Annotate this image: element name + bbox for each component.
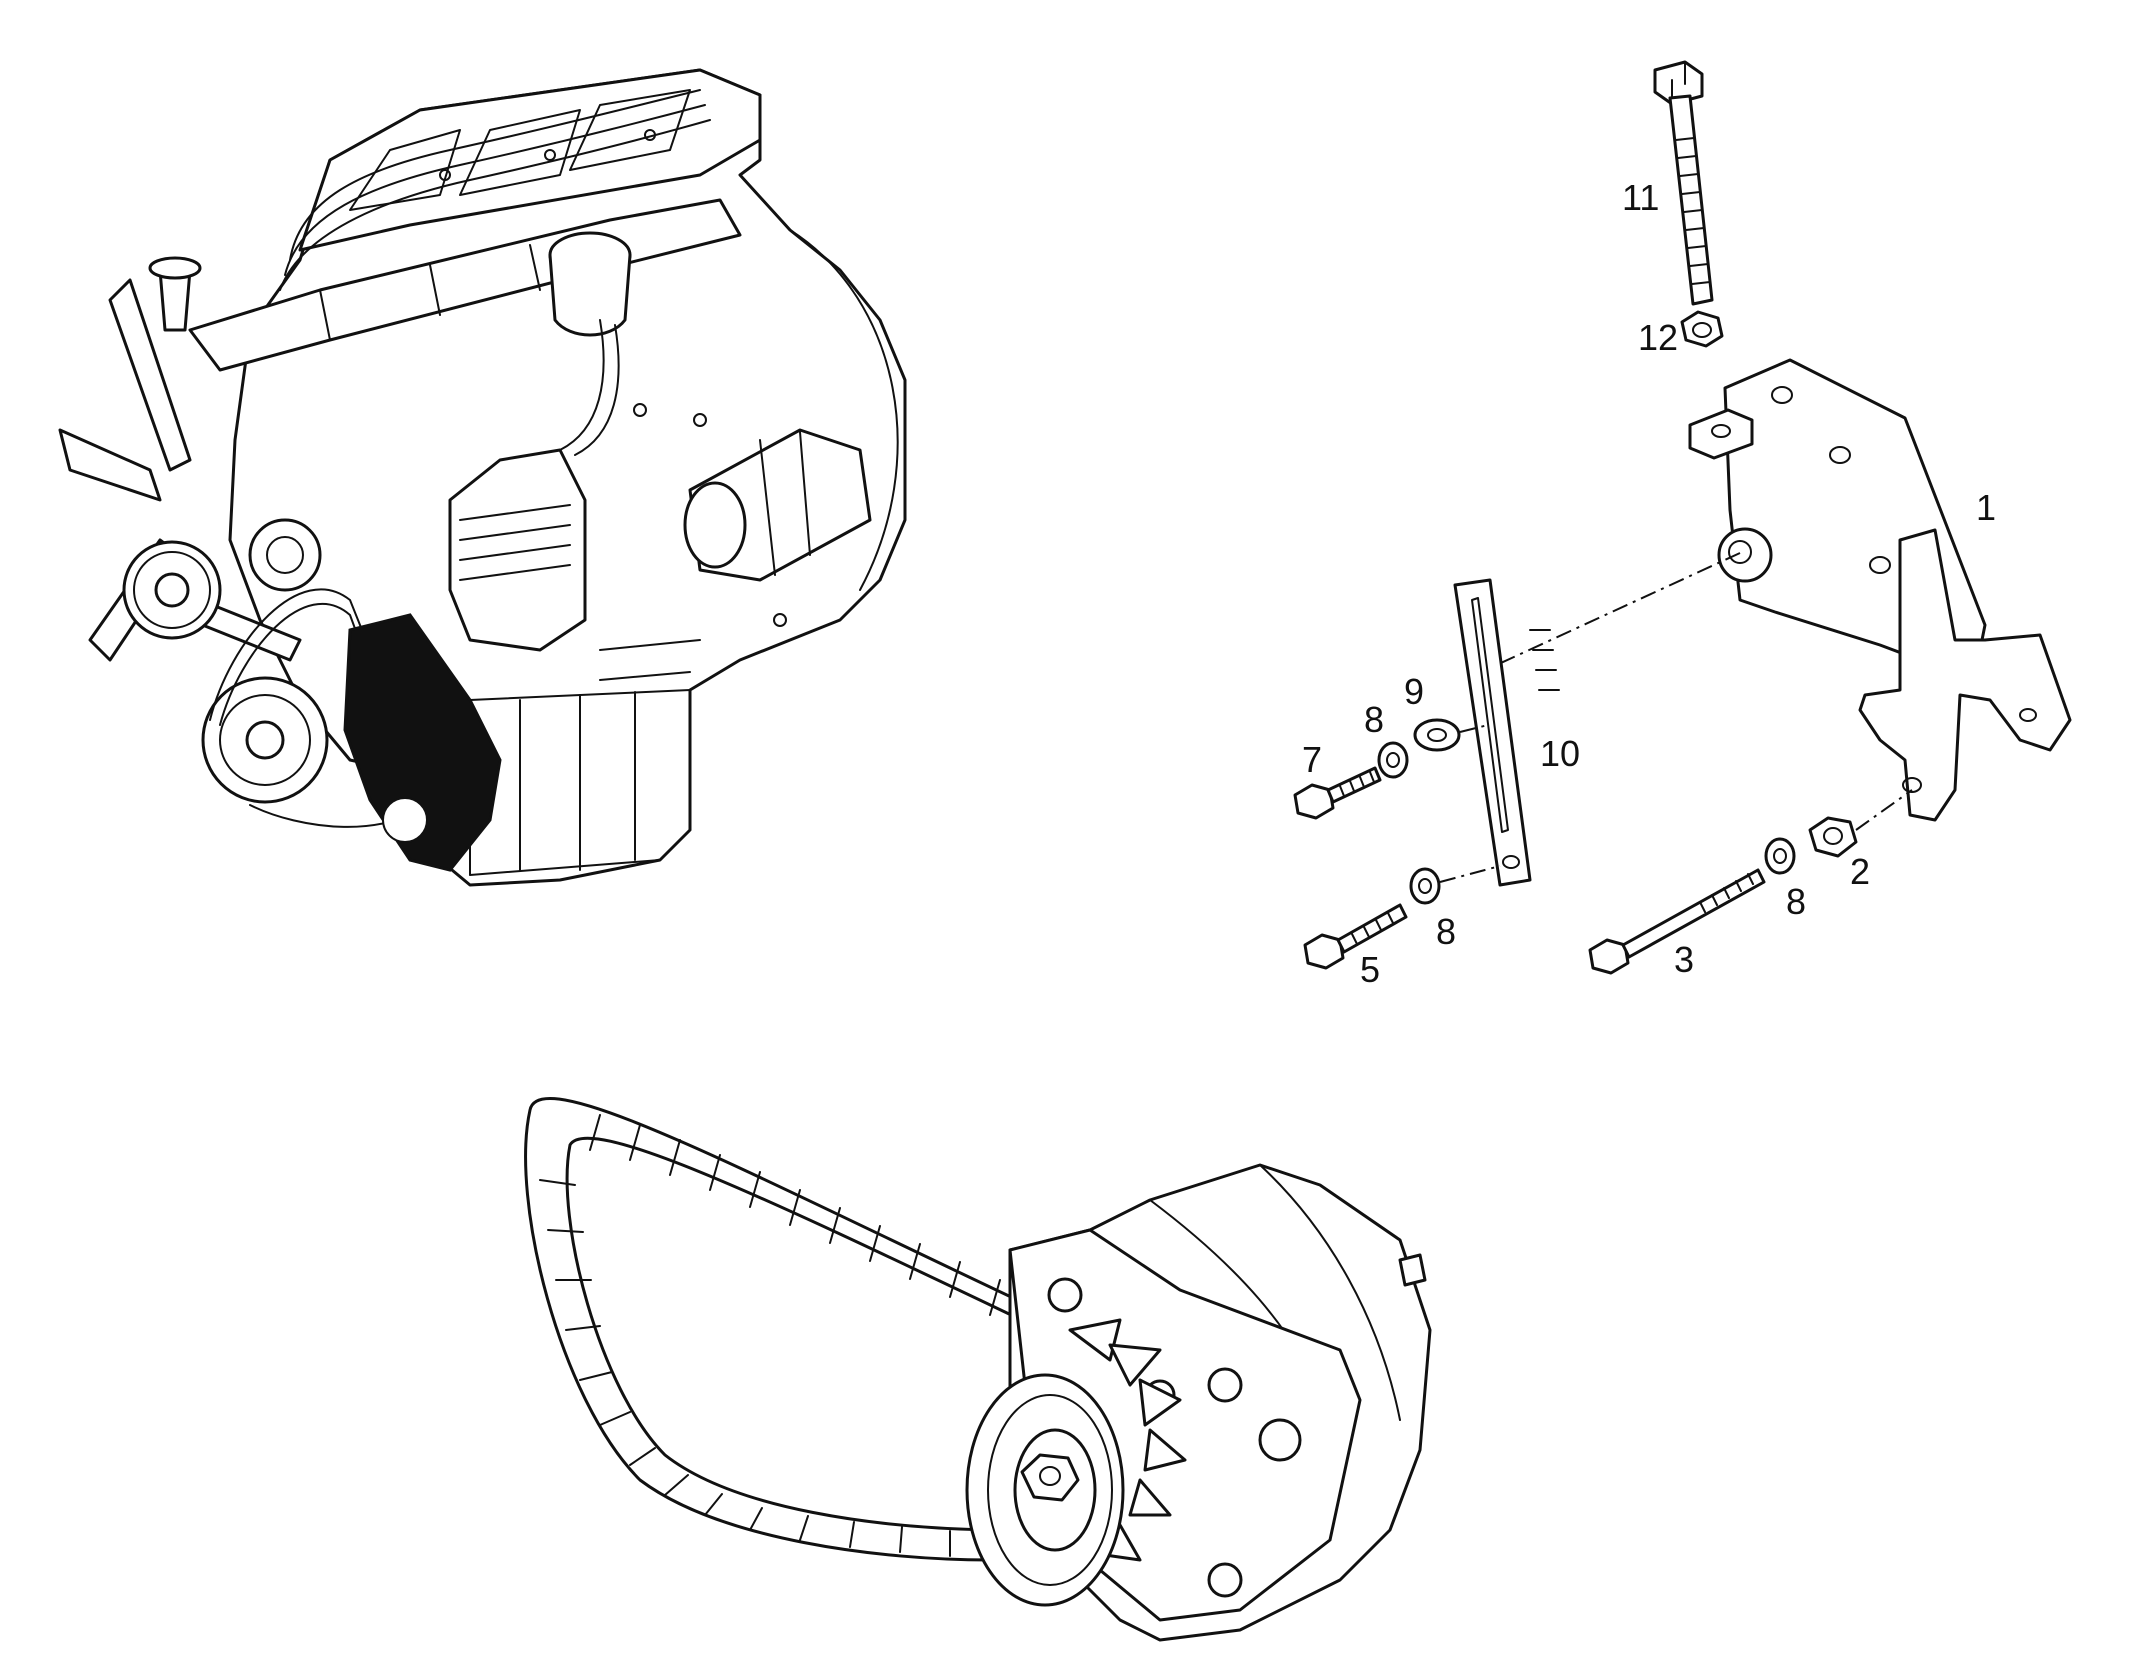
callout-12: 12 <box>1638 317 1679 358</box>
callout-8-middle: 8 <box>1436 911 1457 952</box>
callout-8-upper: 8 <box>1364 699 1385 740</box>
callout-11: 11 <box>1622 177 1660 218</box>
alternator-bracket-group <box>1293 60 2072 975</box>
belt-and-alternator <box>524 1096 1432 1642</box>
callout-3: 3 <box>1674 939 1695 980</box>
callout-9: 9 <box>1404 671 1425 712</box>
callout-1: 1 <box>1976 487 1997 528</box>
callout-10: 10 <box>1540 733 1581 774</box>
callout-5: 5 <box>1360 949 1381 990</box>
callout-8-right: 8 <box>1786 881 1807 922</box>
callout-2: 2 <box>1850 851 1871 892</box>
callout-7: 7 <box>1302 739 1323 780</box>
engine-assembly <box>58 68 907 887</box>
